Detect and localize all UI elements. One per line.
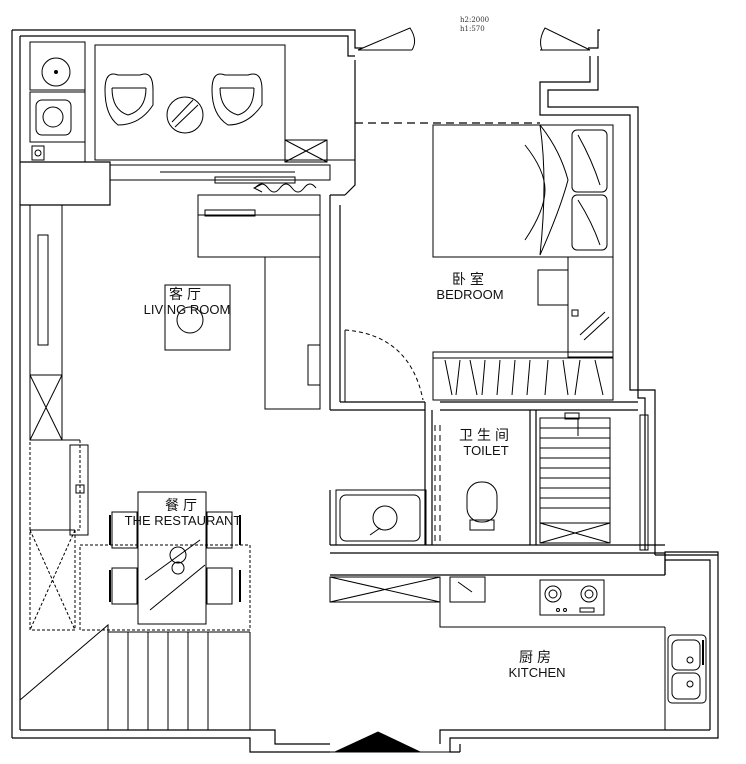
bedroom-furniture (432, 124, 614, 401)
interior-walls (20, 60, 666, 576)
balcony-area (29, 41, 355, 193)
kitchen-cn: 厨房 (519, 650, 555, 666)
dimension-h1: h1:570 (460, 25, 485, 33)
toilet-cn: 卫生间 (459, 428, 513, 444)
restaurant-cn: 餐厅 (165, 498, 201, 514)
room-label-restaurant: 餐厅 THE RESTAURANT (108, 498, 258, 529)
restaurant-en: THE RESTAURANT (124, 513, 242, 529)
dimension-h2: h2:2000 (460, 16, 490, 24)
living-room-cn: 客厅 (169, 287, 205, 303)
toilet-en: TOILET (463, 443, 509, 459)
living-room-en: LIVING ROOM (143, 302, 231, 318)
dining-furniture (29, 439, 251, 631)
staircase (19, 623, 251, 730)
living-room-furniture (29, 179, 330, 441)
room-label-bedroom: 卧室 BEDROOM (420, 272, 520, 303)
toilet-fixtures (335, 412, 649, 551)
exterior-walls (11, 29, 719, 753)
room-label-kitchen: 厨房 KITCHEN (492, 650, 582, 681)
bedroom-door (344, 329, 424, 402)
window-dimension-note: h2:2000 h1:570 (460, 16, 489, 34)
top-windows (357, 27, 591, 51)
kitchen-fixtures (329, 576, 707, 730)
entrance-marker (330, 731, 460, 753)
bedroom-en: BEDROOM (436, 287, 504, 303)
room-label-toilet: 卫生间 TOILET (446, 428, 526, 459)
kitchen-en: KITCHEN (508, 665, 566, 681)
bedroom-cn: 卧室 (452, 272, 488, 288)
room-label-living: 客厅 LIVING ROOM (132, 287, 242, 318)
